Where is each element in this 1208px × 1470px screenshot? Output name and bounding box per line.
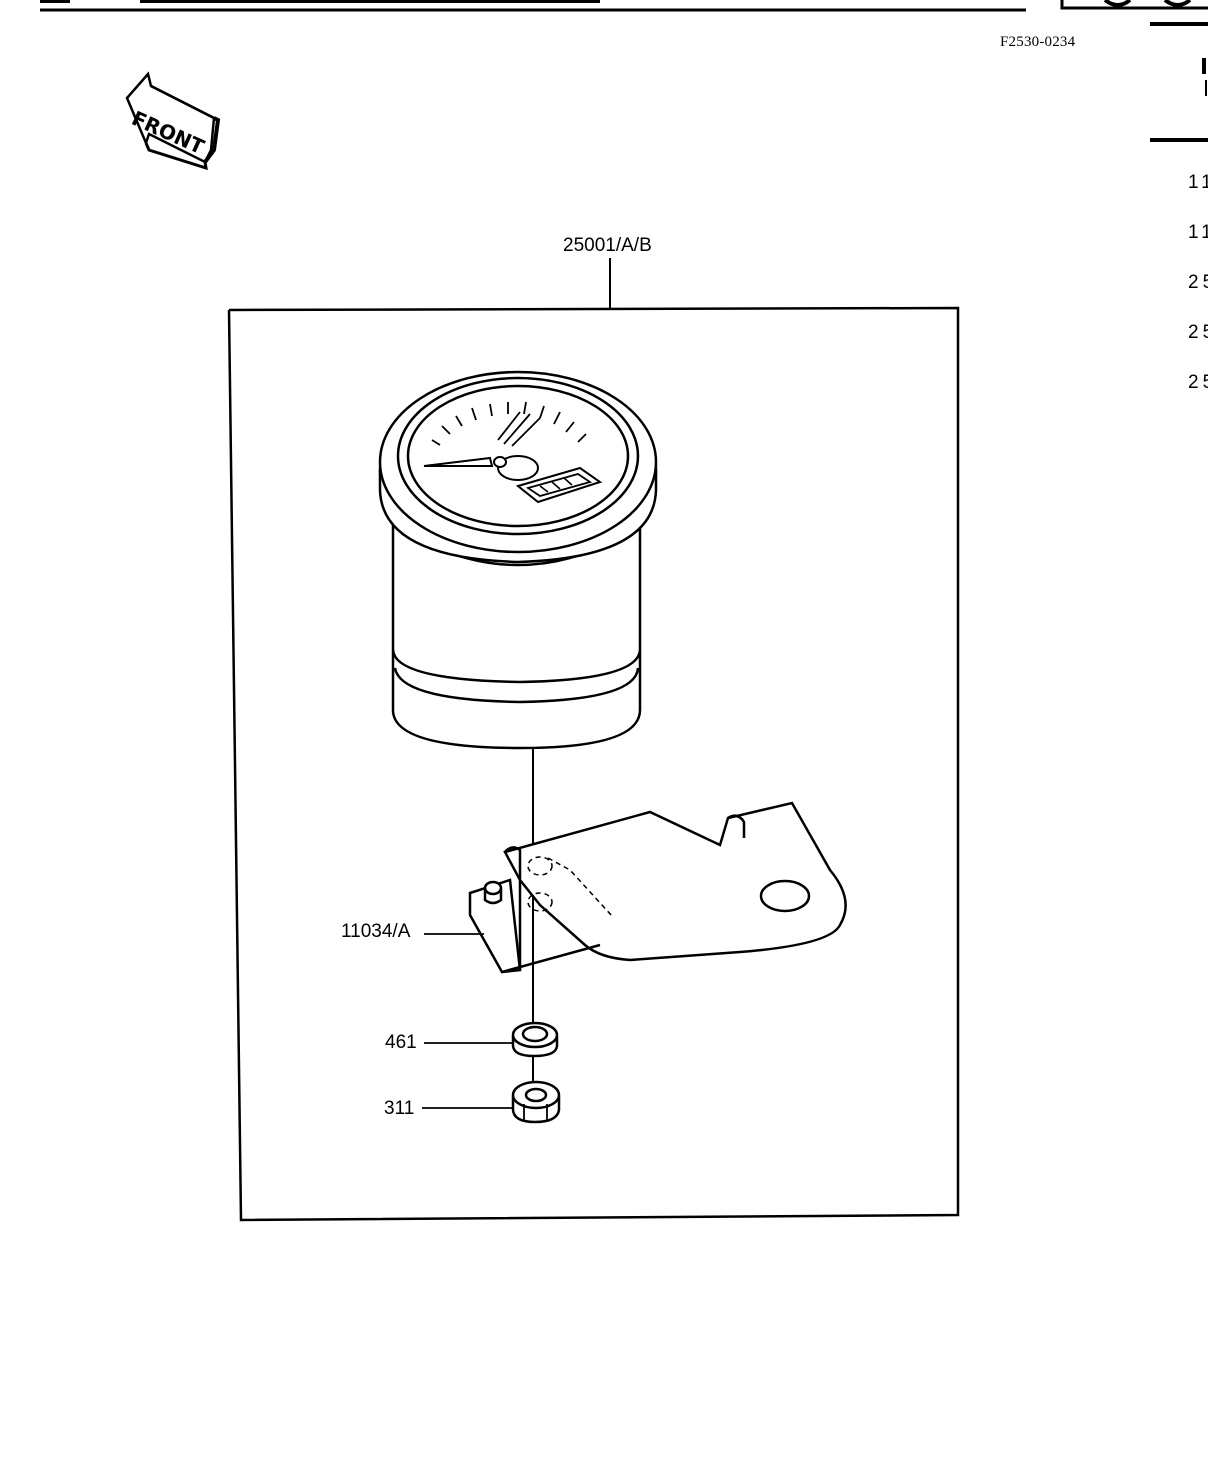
side-list-item: 25 (1188, 372, 1208, 393)
side-list-item: 11 (1188, 172, 1208, 193)
figure-code: F2530-0234 (1000, 34, 1076, 50)
nut-part (511, 1080, 561, 1124)
bracket-part (468, 801, 847, 974)
meter-assembly (378, 370, 658, 750)
side-list-item: 25 (1188, 272, 1208, 293)
callout-bracket: 11034/A (341, 921, 411, 942)
diagram-frame (227, 306, 960, 1222)
callout-washer: 461 (385, 1032, 417, 1053)
side-list-item: 25 (1188, 322, 1208, 343)
front-arrow-icon (125, 71, 221, 171)
header-remnant (40, 0, 1208, 142)
washer-part (511, 1021, 559, 1058)
callout-meter-assembly: 25001/A/B (563, 235, 652, 256)
leader-lines (422, 933, 514, 1109)
side-list-item: 11 (1188, 222, 1208, 243)
callout-nut: 311 (384, 1098, 415, 1119)
